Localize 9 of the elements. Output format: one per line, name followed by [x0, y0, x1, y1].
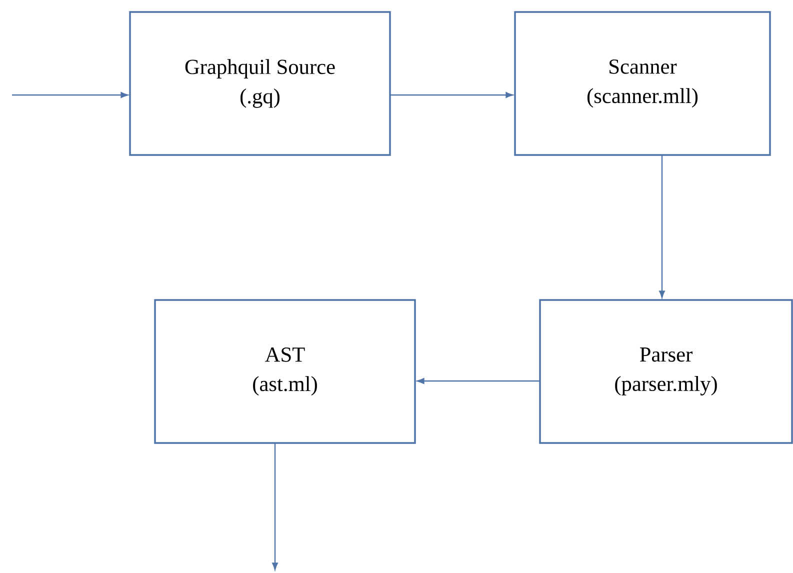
process-box: Scanner (scanner.mll): [514, 11, 771, 156]
arrow: [417, 378, 540, 384]
arrow: [12, 92, 128, 98]
arrow: [390, 92, 513, 98]
process-box: AST (ast.ml): [154, 299, 416, 444]
arrow: [272, 443, 278, 570]
arrow: [659, 155, 665, 298]
process-box: Graphquil Source (.gq): [129, 11, 391, 156]
process-box: Parser (parser.mly): [539, 299, 793, 444]
